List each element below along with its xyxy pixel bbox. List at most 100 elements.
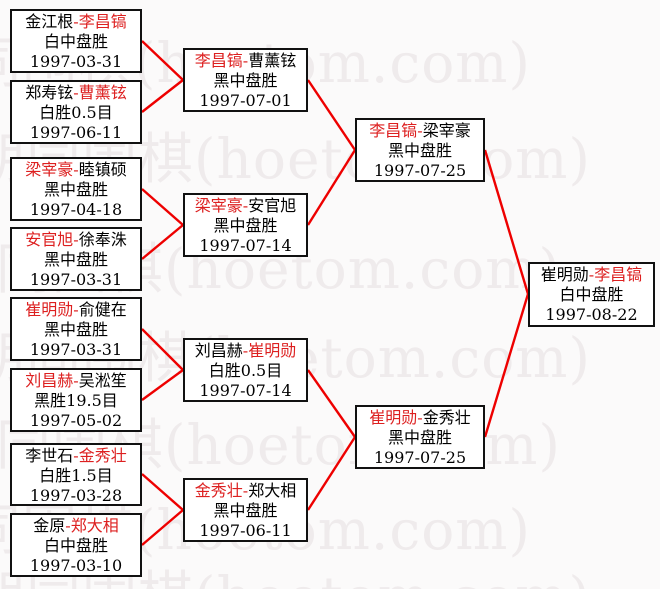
match-box-final: 崔明勋-李昌镐 白中盘胜 1997-08-22 [528,262,655,327]
match-date: 1997-07-14 [199,236,292,255]
match-players: 梁宰豪-安官旭 [185,196,306,216]
vs-dash: - [73,230,79,249]
match-box-r2-2: 梁宰豪-安官旭 黑中盘胜 1997-07-14 [183,193,308,257]
match-players: 李昌镐-曹薰铉 [185,51,306,71]
match-players: 李世石-金秀壮 [12,446,140,466]
vs-dash: - [417,408,423,427]
match-result: 白胜0.5目 [208,361,283,380]
match-players: 崔明勋-俞健在 [12,300,140,320]
player-right: 安官旭 [248,196,297,215]
match-players: 金原-郑大相 [12,516,140,536]
player-left: 李世石 [25,446,74,465]
connector-line [141,188,184,226]
connector-line [141,79,184,113]
match-box-r2-1: 李昌镐-曹薰铉 黑中盘胜 1997-07-01 [183,48,308,112]
player-right: 金秀壮 [78,446,127,465]
player-left: 金原 [33,516,66,535]
match-result: 黑胜19.5目 [34,391,118,410]
match-date: 1997-07-25 [373,161,467,180]
match-box-r1-2: 郑寿铉-曹薰铉 白胜0.5目 1997-06-11 [10,80,142,144]
match-result: 黑中盘胜 [387,141,452,160]
vs-dash: - [73,300,79,319]
vs-dash: - [73,12,79,31]
connector-line [141,224,184,260]
player-left: 梁宰豪 [25,160,74,179]
connector-line [141,473,184,511]
connector-line [483,293,530,438]
match-date: 1997-03-31 [29,340,123,359]
player-left: 崔明勋 [369,408,418,427]
match-date: 1997-04-18 [29,200,123,219]
vs-dash: - [242,196,249,215]
player-right: 金秀壮 [422,408,471,427]
player-left: 梁宰豪 [194,196,243,215]
vs-dash: - [417,121,423,140]
connector-line [483,149,530,295]
match-result: 黑中盘胜 [213,71,278,90]
match-players: 崔明勋-李昌镐 [530,265,653,285]
match-date: 1997-03-31 [29,270,123,289]
match-result: 黑中盘胜 [43,250,108,269]
match-box-r1-8: 金原-郑大相 白中盘胜 1997-03-10 [10,513,142,577]
match-box-r2-4: 金秀壮-郑大相 黑中盘胜 1997-06-11 [183,478,308,542]
match-date: 1997-05-02 [29,411,123,430]
match-box-r1-3: 梁宰豪-睦镇硕 黑中盘胜 1997-04-18 [10,157,142,221]
match-date: 1997-06-11 [199,521,292,540]
match-players: 安官旭-徐奉洙 [12,230,140,250]
match-date: 1997-03-28 [29,486,123,505]
match-result: 黑中盘胜 [387,428,452,447]
match-date: 1997-06-11 [29,123,123,142]
connector-line [306,436,357,511]
match-box-r1-7: 李世石-金秀壮 白胜1.5目 1997-03-28 [10,443,142,506]
player-left: 崔明勋 [540,265,589,284]
match-box-r1-6: 刘昌赫-吴淞笙 黑胜19.5目 1997-05-02 [10,368,142,432]
match-box-r3-2: 崔明勋-金秀壮 黑中盘胜 1997-07-25 [355,405,485,469]
player-left: 刘昌赫 [25,371,74,390]
match-players: 金秀壮-郑大相 [185,481,306,501]
match-result: 白胜0.5目 [39,103,113,122]
player-right: 曹薰铉 [248,51,297,70]
player-left: 崔明勋 [25,300,74,319]
match-result: 白中盘胜 [43,536,108,555]
player-right: 李昌镐 [594,265,643,284]
player-right: 曹薰铉 [78,83,127,102]
player-right: 崔明勋 [248,341,297,360]
match-players: 刘昌赫-吴淞笙 [12,371,140,391]
match-result: 白中盘胜 [43,32,108,51]
match-box-r3-1: 李昌镐-梁宰豪 黑中盘胜 1997-07-25 [355,118,485,182]
match-date: 1997-07-25 [373,448,467,467]
vs-dash: - [242,51,249,70]
player-right: 梁宰豪 [422,121,471,140]
player-left: 刘昌赫 [194,341,243,360]
player-right: 李昌镐 [78,12,127,31]
player-left: 李昌镐 [194,51,243,70]
match-date: 1997-08-22 [545,305,638,324]
player-right: 郑大相 [248,481,297,500]
player-right: 睦镇硕 [78,160,127,179]
connector-line [307,369,356,438]
player-right: 郑大相 [70,516,119,535]
match-players: 刘昌赫-崔明勋 [185,341,306,361]
match-result: 黑中盘胜 [213,501,278,520]
match-box-r1-4: 安官旭-徐奉洙 黑中盘胜 1997-03-31 [10,227,142,291]
player-left: 安官旭 [25,230,74,249]
vs-dash: - [242,341,249,360]
vs-dash: - [73,160,79,179]
match-date: 1997-03-31 [29,52,123,71]
match-result: 白胜1.5目 [39,466,113,485]
player-left: 金江根 [25,12,74,31]
match-players: 崔明勋-金秀壮 [357,408,483,428]
match-result: 黑中盘胜 [213,216,278,235]
connector-line [141,509,184,546]
match-players: 郑寿铉-曹薰铉 [12,83,140,103]
connector-line [306,149,357,226]
match-date: 1997-07-01 [199,91,292,110]
player-right: 吴淞笙 [78,371,127,390]
match-result: 黑中盘胜 [43,320,108,339]
match-date: 1997-03-10 [29,556,123,575]
connector-line [141,328,184,371]
vs-dash: - [73,83,79,102]
player-left: 金秀壮 [194,481,243,500]
